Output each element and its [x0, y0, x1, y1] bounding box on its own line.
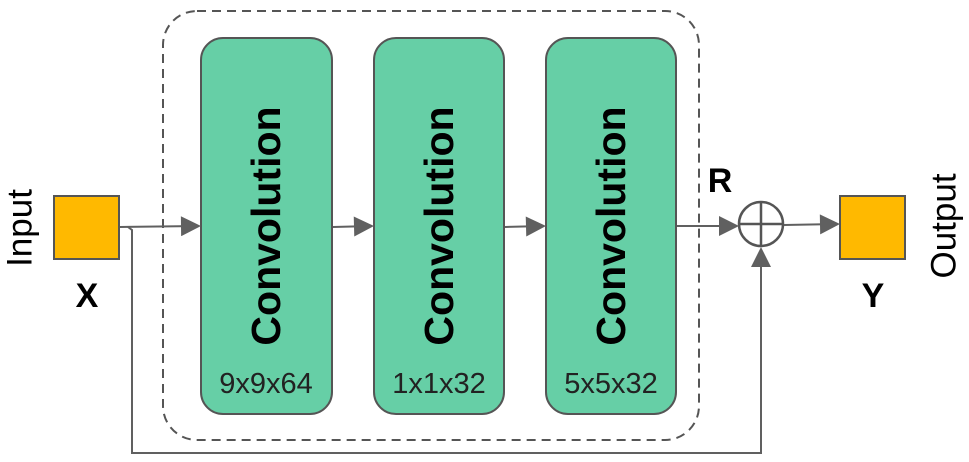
arrow-sum-to-output — [783, 214, 840, 235]
output-caption: Output — [925, 173, 964, 278]
arrow-conv2-to-conv3 — [504, 216, 546, 237]
input-caption: Input — [1, 189, 40, 267]
conv-block-3-box — [545, 37, 677, 415]
input-node — [53, 195, 120, 260]
conv-block-3-label: Convolution — [588, 106, 634, 345]
conv-block-2-size: 1x1x32 — [392, 368, 486, 400]
residual-symbol: R — [708, 162, 733, 200]
conv-block-2: Convolution 1x1x32 — [373, 37, 505, 415]
skip-connection — [127, 226, 771, 454]
conv-block-3-size: 5x5x32 — [564, 368, 658, 400]
conv-block-3: Convolution 5x5x32 — [545, 37, 677, 415]
conv-block-1-size: 9x9x64 — [219, 368, 313, 400]
conv-block-2-box — [373, 37, 505, 415]
output-symbol: Y — [862, 277, 885, 315]
conv-block-1-label: Convolution — [243, 106, 289, 345]
circled-plus-icon — [737, 200, 785, 248]
output-node — [839, 195, 906, 260]
conv-block-2-label: Convolution — [416, 106, 462, 345]
input-symbol: X — [76, 277, 99, 315]
arrow-input-to-conv1 — [119, 216, 201, 237]
arrow-conv1-to-conv2 — [332, 216, 374, 237]
conv-block-1-box — [200, 37, 333, 415]
conv-block-1: Convolution 9x9x64 — [200, 37, 333, 415]
